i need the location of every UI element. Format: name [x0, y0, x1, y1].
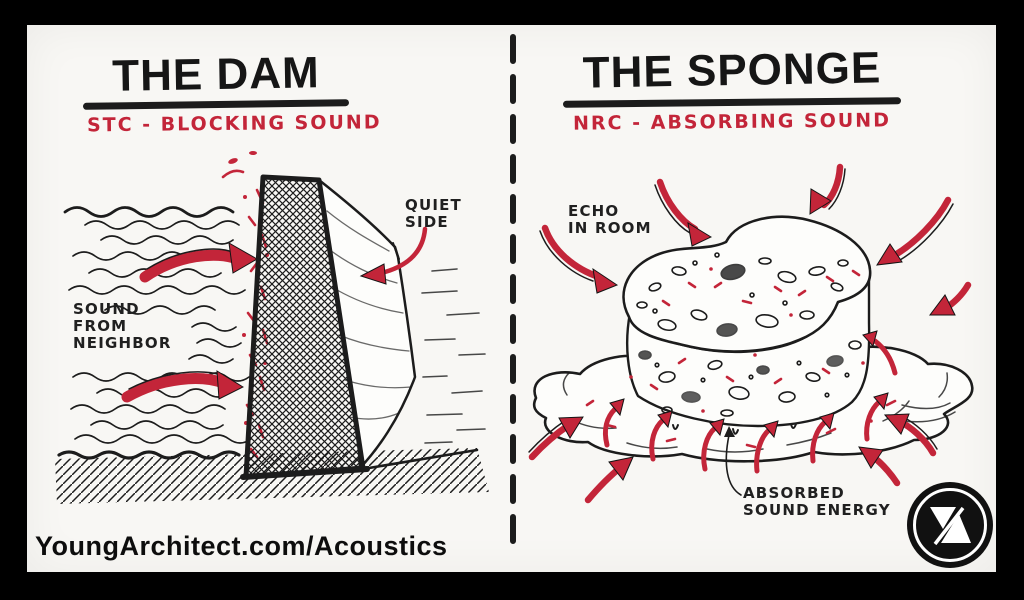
- echo-in-room-label: ECHO IN ROOM: [568, 202, 652, 237]
- right-upper-arrow: [876, 196, 954, 266]
- incoming-sound-arrows: [528, 163, 972, 504]
- right-panel-title: THE SPONGE: [582, 43, 882, 98]
- logo-down-triangle: [930, 507, 956, 529]
- right-lower-arrow: [883, 413, 938, 457]
- sponge-holes-side: [638, 340, 862, 417]
- logo-slash: [933, 506, 965, 546]
- sponge-illustration: [528, 163, 974, 504]
- logo-up-triangle: [941, 514, 971, 543]
- right-middle-arrow: [929, 281, 972, 316]
- bottom-left-arrow: [528, 416, 584, 461]
- quiet-side-label: QUIET SIDE: [405, 196, 462, 231]
- sound-wave-arrow-upper: [139, 242, 258, 283]
- absorbed-sound-energy-label: ABSORBED SOUND ENERGY: [743, 484, 891, 519]
- absorbed-label-leader: [724, 426, 742, 496]
- top-right-arrow: [809, 163, 846, 215]
- absorbed-sound-flecks: [585, 267, 897, 449]
- left-panel-subtitle: STC - BLOCKING SOUND: [86, 111, 382, 137]
- quiet-side-arrow: [359, 226, 428, 285]
- calm-water-dashes: [421, 268, 486, 444]
- dam-illustration: [55, 151, 489, 504]
- right-panel-subtitle: NRC - ABSORBING SOUND: [572, 109, 892, 135]
- young-architect-logo: [907, 482, 993, 568]
- sound-from-neighbor-label: SOUND FROM NEIGHBOR: [73, 300, 172, 352]
- top-left-arrow: [654, 178, 713, 247]
- illustration-canvas: [55, 34, 993, 568]
- sponge-drips: [672, 423, 797, 435]
- echo-arrow: [539, 224, 619, 294]
- whiteboard-paper: THE DAM STC - BLOCKING SOUND THE SPONGE …: [27, 25, 996, 572]
- bottom-left-arrow-2: [584, 456, 634, 504]
- bottom-right-arrow: [858, 446, 901, 487]
- sponge-top: [622, 215, 872, 353]
- site-credit: YoungArchitect.com/Acoustics: [35, 531, 448, 561]
- sponge-holes-top: [636, 252, 849, 337]
- dam-base: [240, 466, 370, 480]
- left-panel-title: THE DAM: [111, 48, 321, 101]
- ground-line: [361, 448, 479, 471]
- sound-wave-arrow-lower: [121, 370, 245, 403]
- absorption-arrows: [602, 330, 898, 474]
